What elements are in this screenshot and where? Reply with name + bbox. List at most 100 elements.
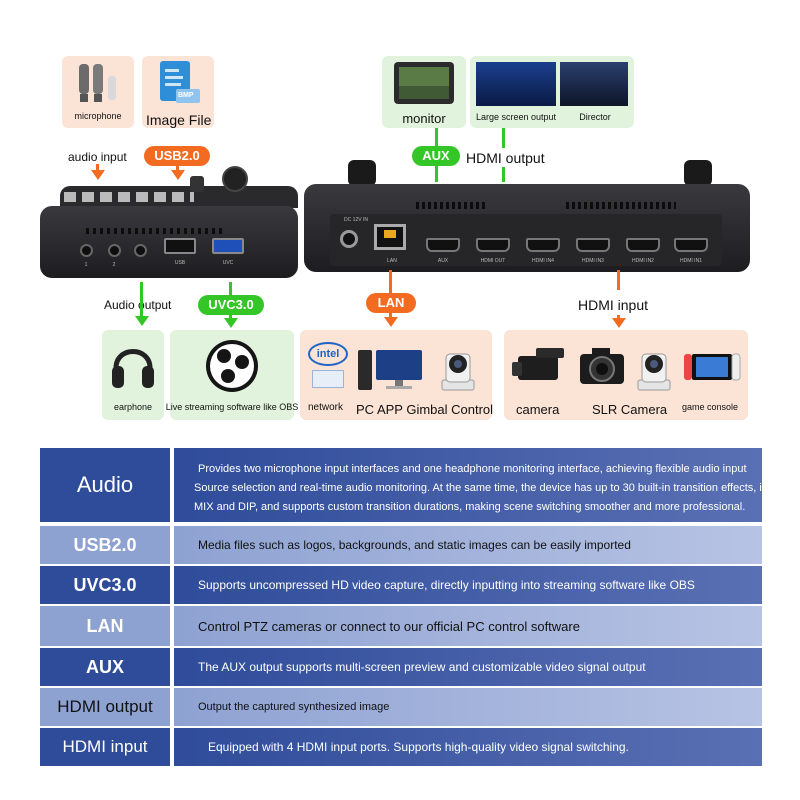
device-knob [222, 166, 248, 192]
microphone-icon [79, 64, 116, 102]
feature-description-line-3: MIX and DIP, and supports custom transit… [194, 501, 746, 513]
feature-row-audio: Audio Provides two microphone input inte… [40, 448, 800, 522]
monitor-card: monitor [382, 56, 466, 128]
aux-pill: AUX [412, 146, 460, 166]
lan-port [374, 224, 406, 250]
audio-input-arrow [96, 164, 99, 172]
pc-app-caption: PC APP Gimbal Control [356, 402, 494, 417]
feature-label: HDMI output [40, 688, 170, 726]
feature-row-usb2: USB2.0 Media files such as logos, backgr… [40, 526, 762, 564]
uvc3-arrow [229, 282, 232, 295]
camera-caption: camera [516, 402, 560, 417]
network-caption: network [308, 402, 344, 413]
hdmi-ports-row [426, 238, 716, 268]
dc-port [340, 230, 358, 248]
port-label-aux: AUX [437, 258, 449, 264]
port-label-hdmi-in2: HDMI IN2 [632, 258, 654, 264]
feature-label: UVC3.0 [40, 566, 170, 604]
obs-card: Live streaming software like OBS [166, 330, 298, 420]
intel-logo: intel [308, 342, 348, 366]
pc-icon [358, 350, 422, 390]
image-file-card: BMP [142, 56, 214, 128]
feature-row-hdmi-output: HDMI output Output the captured synthesi… [40, 688, 762, 726]
audio-output-arrow-tip [135, 316, 149, 326]
back-vent-right [566, 202, 676, 209]
monitor-caption: monitor [402, 111, 446, 126]
audio-output-label: Audio output [104, 298, 172, 312]
hdmi-in2-port [626, 238, 660, 252]
lan-arrow [389, 270, 392, 293]
lan-arrow-tip [384, 317, 398, 327]
headphones-icon [112, 349, 154, 388]
hdmi-output-arrow [502, 128, 505, 148]
back-knob-right [684, 160, 712, 186]
audio-jack-1 [80, 244, 93, 257]
feature-row-aux: AUX The AUX output supports multi-screen… [40, 648, 762, 686]
monitor-icon [394, 62, 454, 104]
switcher-left-side: 1 2 USB UVC [40, 166, 298, 278]
microphone-caption: microphone [74, 111, 122, 121]
network-card: intel network PC APP Gimbal Control [300, 330, 494, 420]
hdmi-input-label: HDMI input [578, 297, 649, 313]
feature-description: Equipped with 4 HDMI input ports. Suppor… [174, 728, 762, 766]
uvc3-pill: UVC3.0 [198, 295, 264, 315]
hdmi-input-arrow [617, 270, 620, 290]
feature-description: Control PTZ cameras or connect to our of… [174, 606, 762, 646]
obs-icon [206, 340, 258, 392]
port-label-hdmi-in3: HDMI IN3 [582, 258, 604, 264]
feature-row-hdmi-input: HDMI input Equipped with 4 HDMI input po… [40, 728, 762, 766]
feature-description-line-2: Source selection and real-time audio mon… [194, 482, 800, 494]
intel-logo-text: intel [316, 348, 340, 360]
feature-description-line-1: Provides two microphone input interfaces… [198, 463, 747, 475]
outputs-card: Large screen output Director [470, 56, 634, 128]
port-label-hdmi-in4: HDMI IN4 [532, 258, 554, 264]
hdmi-output-label: HDMI output [466, 150, 545, 166]
uvc-port [212, 238, 244, 254]
aux-arrow-lower [435, 166, 438, 182]
hdmi-input-arrow-tip [612, 318, 626, 328]
port-label-hdmi-in1: HDMI IN1 [680, 258, 702, 264]
cameras-card: camera SLR Camera game console [504, 330, 748, 420]
audio-input-arrow-tip [91, 170, 105, 180]
headphone-jack [134, 244, 147, 257]
uvc3-arrow-tip [224, 318, 238, 328]
feature-label: AUX [40, 648, 170, 686]
hdmi-out-port [476, 238, 510, 252]
vent-left [86, 228, 226, 234]
aux-arrow [435, 128, 438, 146]
feature-row-lan: LAN Control PTZ cameras or connect to ou… [40, 606, 762, 646]
feature-label: LAN [40, 606, 170, 646]
camcorder-icon [512, 348, 564, 380]
port-label-hdmi-out: HDMI OUT [480, 258, 506, 264]
obs-caption: Live streaming software like OBS [165, 402, 299, 412]
aux-port [426, 238, 460, 252]
dc-label: DC 12V IN [344, 217, 368, 223]
feature-label: Audio [40, 448, 170, 522]
lan-pill: LAN [366, 293, 416, 313]
bmp-badge: BMP [178, 92, 194, 99]
audio-input-label: audio input [68, 150, 127, 164]
large-screen-caption: Large screen output [475, 112, 557, 122]
feature-row-uvc3: UVC3.0 Supports uncompressed HD video ca… [40, 566, 762, 604]
large-screen-image [476, 62, 556, 106]
device-buttons-row [64, 192, 194, 202]
lan-arrow-lower [389, 313, 392, 318]
live-badge [312, 370, 344, 388]
game-console-caption: game console [682, 402, 739, 412]
port-label-lan: LAN [387, 258, 397, 264]
hdmi-input-arrow-lower [617, 315, 620, 319]
hdmi-in3-port [576, 238, 610, 252]
hdmi-in1-port [674, 238, 708, 252]
usb2-arrow-tip [171, 170, 185, 180]
ptz-camera-icon-2 [637, 353, 671, 391]
feature-label: USB2.0 [40, 526, 170, 564]
feature-description: Output the captured synthesized image [174, 688, 762, 726]
back-vent-left [416, 202, 488, 209]
feature-label: HDMI input [40, 728, 170, 766]
port-label-usb: USB [174, 260, 186, 266]
image-file-caption: Image File [146, 112, 212, 128]
hdmi-output-arrow-lower [502, 167, 505, 182]
ptz-camera-icon [441, 353, 475, 391]
port-label-uvc: UVC [222, 260, 234, 266]
audio-output-arrow [140, 282, 143, 316]
